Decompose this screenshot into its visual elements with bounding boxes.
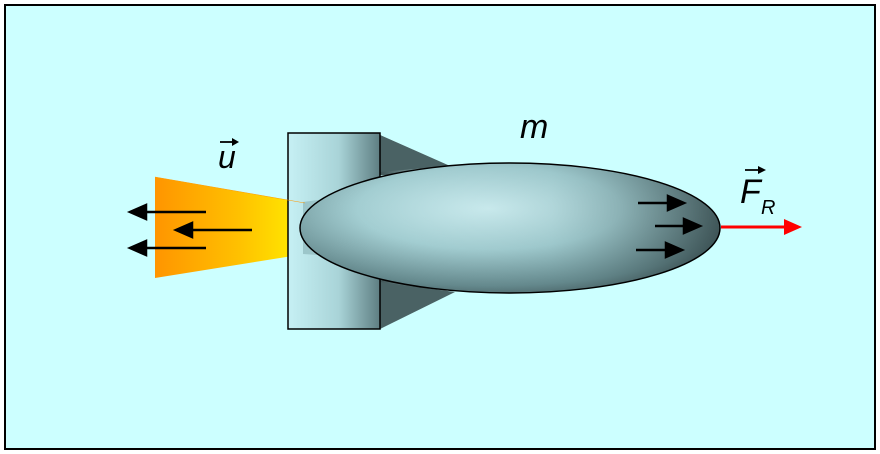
force-label: F R [740, 166, 775, 219]
left-arrow-icon [172, 221, 194, 239]
internal-arrows [636, 194, 704, 259]
force-subscript: R [761, 197, 775, 219]
right-arrow-icon [232, 138, 239, 146]
right-arrow-icon [664, 241, 686, 259]
right-arrow-icon [666, 194, 688, 212]
velocity-symbol: u [218, 139, 236, 175]
flame-edge-top [154, 176, 306, 204]
rear-fin-upper-edge [380, 135, 450, 172]
velocity-label: u [218, 138, 239, 175]
force-arrow [721, 219, 802, 235]
rocket-body-shading [299, 162, 721, 294]
left-arrow-icon [126, 239, 148, 257]
right-arrow-icon [784, 219, 802, 235]
mass-label: m [520, 108, 548, 146]
rear-fin-lower-edge [380, 282, 455, 329]
right-arrow-icon [682, 217, 704, 235]
exhaust-flame [155, 177, 305, 278]
right-arrow-icon [758, 166, 766, 174]
left-arrow-icon [126, 203, 148, 221]
force-symbol: F [740, 173, 763, 211]
exhaust-arrows [126, 203, 252, 257]
